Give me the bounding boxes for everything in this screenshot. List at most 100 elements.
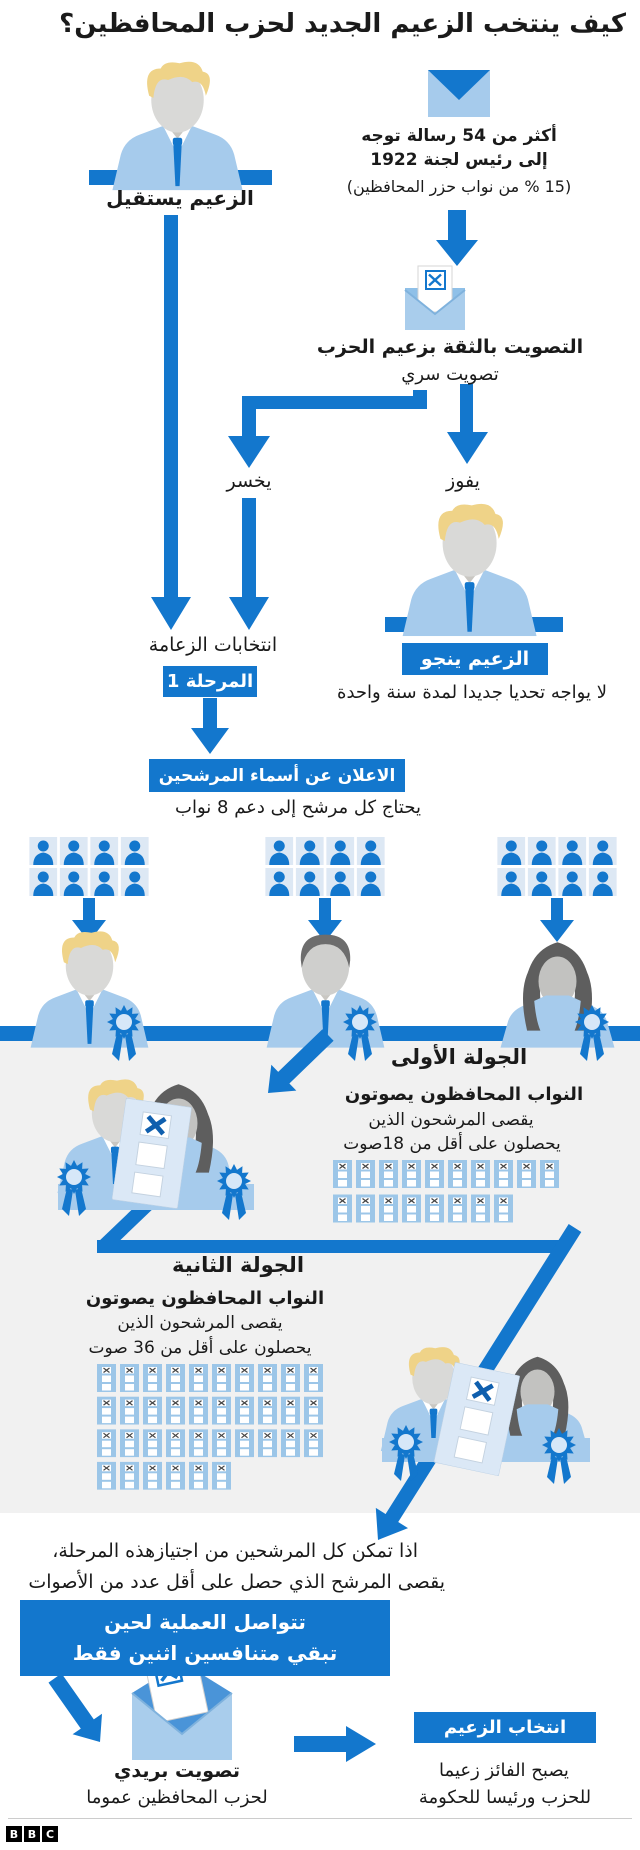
bbc-letter: B [9,1827,19,1841]
mp-supporter-icon [121,868,149,896]
mp-supporter-icon [90,837,118,865]
branch-left-shaft [242,396,256,438]
ballot-icon [166,1462,185,1490]
announcement-badge: الاعلان عن أسماء المرشحين [149,759,405,792]
round2-rule2: يحصلون على أقل من 36 صوت [88,1338,312,1358]
round2-rule1: يقصى المرشحون الذين [117,1313,283,1333]
mp-supporter-icon [90,868,118,896]
ballot-icon [212,1364,231,1392]
ballot-icon [281,1397,300,1425]
ballot-icon [189,1429,208,1457]
ballot-icon [281,1364,300,1392]
ballot-icon [97,1429,116,1457]
ballot-icon [402,1160,421,1188]
ballot-icon [304,1364,323,1392]
ballot-icon [143,1462,162,1490]
arrow-lose-down [229,498,269,630]
branch-horizontal [242,396,427,409]
outcome-lose-label: يخسر [226,470,272,492]
mp-supporter-icon [326,837,354,865]
ballot-icon [189,1462,208,1490]
bbc-letter: B [27,1827,37,1841]
mp-supporter-icon [528,837,556,865]
mp-supporter-icon [60,837,88,865]
round2-voters: النواب المحافظون يصوتون [85,1288,325,1309]
figures [31,62,615,1484]
leader-figure [112,62,242,191]
ballot-icon [166,1429,185,1457]
final-badge-label: انتخاب الزعيم [443,1717,567,1738]
round1-voters: النواب المحافظون يصوتون [344,1084,584,1105]
mp-supporter-icon [357,868,385,896]
confidence-subtitle: تصويت سري [401,364,499,385]
ballot-icon [494,1160,513,1188]
page-title: كيف ينتخب الزعيم الجديد لحزب المحافظين؟ [59,9,626,39]
ballot-icon [402,1195,421,1223]
ballot-icon [425,1160,444,1188]
mp-supporter-icon [265,837,293,865]
ballot-icon [143,1429,162,1457]
ballot-icon [166,1364,185,1392]
mp-supporter-icon [357,837,385,865]
bbc-logo-b1: B [6,1826,22,1842]
final-badge: انتخاب الزعيم [414,1712,596,1743]
arrow-final-shaft [294,1736,346,1752]
ballot-icon [189,1397,208,1425]
mp-supporter-icon [558,837,586,865]
ballot-icon [143,1364,162,1392]
ballot-icon [235,1397,254,1425]
ballot-icon [356,1195,375,1223]
process-line2: تبقي متنافسين اثنين فقط [72,1641,338,1665]
zigzag-horizontal [97,1240,567,1253]
process-box: تتواصل العملية لحين تبقي متنافسين اثنين … [20,1600,390,1676]
ballot-icon [120,1429,139,1457]
ballot-icon [379,1195,398,1223]
ballot-icon [212,1397,231,1425]
ballot-icon [494,1195,513,1223]
mp-supporter-icon [296,837,324,865]
ballot-icon [235,1429,254,1457]
leadership-elections-label: انتخابات الزعامة [148,634,278,656]
bbc-logo-c: C [42,1826,58,1842]
leader-resigns-label: الزعيم يستقيل [106,186,254,210]
process-line1: تتواصل العملية لحين [104,1610,306,1634]
survivor-badge: الزعيم ينجو [402,643,548,675]
mp-supporter-icon [265,868,293,896]
envelope-icon [428,70,490,117]
ballot-icon [120,1462,139,1490]
arrow-lose-head [228,436,270,468]
ballot-icon [212,1429,231,1457]
mp-supporter-icon [60,868,88,896]
ballot-icon [235,1364,254,1392]
survivor-note: لا يواجه تحديا جديدا لمدة سنة واحدة [337,682,607,703]
mp-supporter-icon [296,868,324,896]
arrow-supporters-2 [308,898,342,942]
postal-note: لحزب المحافظين عموما [86,1787,268,1808]
confidence-title: التصويت بالثقة بزعيم الحزب [316,336,584,358]
ballot-icon [97,1397,116,1425]
ballot-icon [517,1160,536,1188]
survivor-badge-label: الزعيم ينجو [420,648,530,670]
ballot-icon [356,1160,375,1188]
ballot-icon [258,1364,277,1392]
round2-title: الجولة الثانية [171,1253,305,1277]
letters-line3: (15 % من نواب حزر المحافظين) [346,177,572,196]
bbc-logo-b2: B [24,1826,40,1842]
ballot-icon [258,1429,277,1457]
ballot-icon [97,1364,116,1392]
ballot-icon [379,1160,398,1188]
tiebreak-line1: اذا تمكن كل المرشحين من اجتيازهذه المرحل… [52,1540,418,1562]
arrow-stage-down [191,698,229,754]
ballot-icon [448,1195,467,1223]
arrow-supporters-1 [72,898,106,942]
ballot-icon [120,1364,139,1392]
round1-title: الجولة الأولى [390,1045,528,1069]
postal-title: تصويت بريدي [113,1760,241,1782]
final-line1: يصبح الفائز زعيما [439,1760,569,1781]
mp-supporter-icon [497,868,525,896]
round1-ballot-card-icon [112,1098,192,1209]
ballot-icon [425,1195,444,1223]
arrow-win-head [447,432,488,464]
ballot-icon [97,1462,116,1490]
